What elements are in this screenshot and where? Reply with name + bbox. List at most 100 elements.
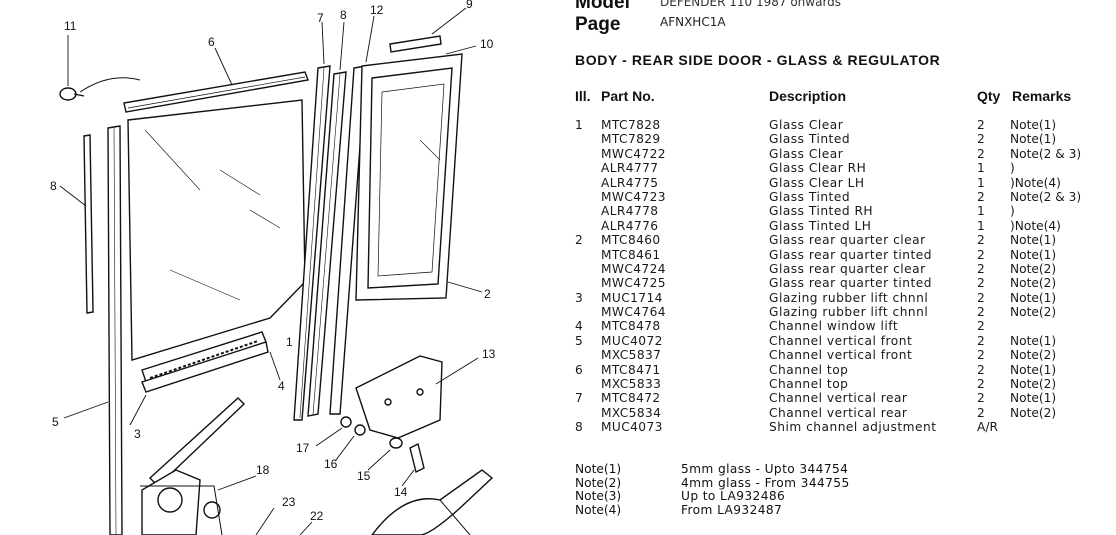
description-cell: Glass Tinted [769, 132, 851, 147]
callout-17: 17 [296, 441, 310, 455]
model-value: DEFENDER 110 1987 onwards [660, 0, 842, 9]
part-number-cell: MWC4724 [601, 261, 666, 276]
note-text: From LA932487 [681, 502, 783, 517]
qty-cell: 2 [977, 118, 985, 132]
part-number-cell: MTC8460 [601, 233, 661, 248]
fastener-group [315, 416, 425, 487]
description-cell: Channel vertical front [769, 333, 913, 348]
description-cell: Channel window lift [769, 319, 899, 334]
description-cell: Channel vertical rear [769, 391, 908, 406]
remarks-cell: Note(2) [1010, 305, 1057, 320]
qty-cell: 2 [977, 233, 985, 248]
part-number-cell: ALR4777 [601, 161, 659, 176]
qty-cell: 1 [977, 218, 985, 233]
callout-13: 13 [482, 347, 496, 361]
description-cell: Glass Clear [769, 146, 844, 161]
page-title: BODY - REAR SIDE DOOR - GLASS & REGULATO… [575, 52, 941, 68]
note-item: Note(1)5mm glass - Upto 344754 [575, 463, 1095, 477]
description-cell: Glass Clear RH [769, 161, 867, 176]
qty-cell: 2 [977, 391, 985, 406]
callout-8-top: 8 [340, 8, 347, 22]
remarks-cell: )Note(4) [1010, 175, 1061, 190]
ill-cell: 4 [575, 319, 583, 334]
part-number-cell: MUC1714 [601, 290, 663, 305]
description-cell: Shim channel adjustment [769, 420, 937, 435]
note-label: Note(4) [575, 502, 622, 517]
qty-cell: 1 [977, 161, 985, 176]
qty-cell: 1 [977, 204, 985, 219]
part-number-cell: ALR4776 [601, 218, 659, 233]
column-ill: Ill. [575, 88, 591, 104]
part-number-cell: MXC5833 [601, 377, 662, 392]
description-cell: Glazing rubber lift chnnl [769, 305, 929, 320]
part-number-cell: MXC5834 [601, 405, 662, 420]
bracket-part [355, 355, 479, 439]
remarks-cell: Note(1) [1010, 391, 1057, 406]
note-text: 4mm glass - From 344755 [681, 475, 850, 490]
rear-vertical-channel-part [293, 21, 347, 421]
window-lift-channel-part [129, 331, 281, 426]
qty-cell: 2 [977, 189, 985, 204]
column-qty: Qty [977, 88, 1001, 104]
remarks-cell: ) [1010, 204, 1015, 219]
screw-icon [59, 35, 85, 101]
part-number-cell: MTC7828 [601, 118, 661, 132]
column-remarks: Remarks [1012, 88, 1072, 104]
qty-cell: 2 [977, 261, 985, 276]
remarks-cell: Note(2) [1010, 348, 1057, 363]
note-label: Note(2) [575, 475, 622, 490]
note-label: Note(3) [575, 489, 622, 504]
remarks-cell: Note(2) [1010, 261, 1057, 276]
callout-18: 18 [256, 463, 270, 477]
part-number-cell: MXC5837 [601, 348, 662, 363]
callout-5: 5 [52, 415, 59, 429]
qty-cell: 2 [977, 333, 985, 348]
description-cell: Glass Tinted RH [769, 204, 874, 219]
rear-quarter-glass-part [355, 45, 483, 301]
top-bar-part [389, 7, 467, 53]
callout-1: 1 [286, 335, 293, 349]
qty-cell: 2 [977, 247, 985, 262]
description-cell: Channel vertical rear [769, 405, 908, 420]
callout-4: 4 [278, 379, 285, 393]
remarks-cell: Note(1) [1010, 333, 1057, 348]
description-cell: Glass rear quarter clear [769, 233, 926, 248]
callout-2: 2 [484, 287, 491, 301]
callout-8-left: 8 [50, 179, 57, 193]
part-number-cell: MWC4723 [601, 189, 666, 204]
note-label: Note(1) [575, 462, 622, 476]
ill-cell: 6 [575, 362, 583, 377]
qty-cell: 2 [977, 276, 985, 291]
description-cell: Glass Tinted LH [769, 218, 872, 233]
part-number-cell: MWC4722 [601, 146, 666, 161]
qty-cell: 2 [977, 377, 985, 392]
front-vertical-channel-part [63, 125, 123, 535]
window-winder-handle-part [255, 469, 494, 535]
description-cell: Channel top [769, 377, 849, 392]
qty-cell: 2 [977, 405, 985, 420]
remarks-cell: Note(1) [1010, 290, 1057, 305]
note-item: Note(3)Up to LA932486 [575, 490, 1095, 504]
description-cell: Channel vertical front [769, 348, 913, 363]
remarks-cell: Note(2) [1010, 377, 1057, 392]
description-cell: Glass Clear LH [769, 175, 865, 190]
ill-cell: 7 [575, 391, 583, 406]
qty-cell: 2 [977, 146, 985, 161]
callout-labels: 11 6 7 8 12 9 10 8 1 2 4 5 3 13 17 16 15… [50, 0, 496, 523]
callout-16: 16 [324, 457, 338, 471]
description-cell: Glass Clear [769, 118, 844, 132]
remarks-cell: Note(2 & 3) [1010, 189, 1082, 204]
qty-cell: A/R [977, 420, 998, 435]
part-number-cell: MTC8461 [601, 247, 661, 262]
callout-12: 12 [370, 3, 384, 17]
